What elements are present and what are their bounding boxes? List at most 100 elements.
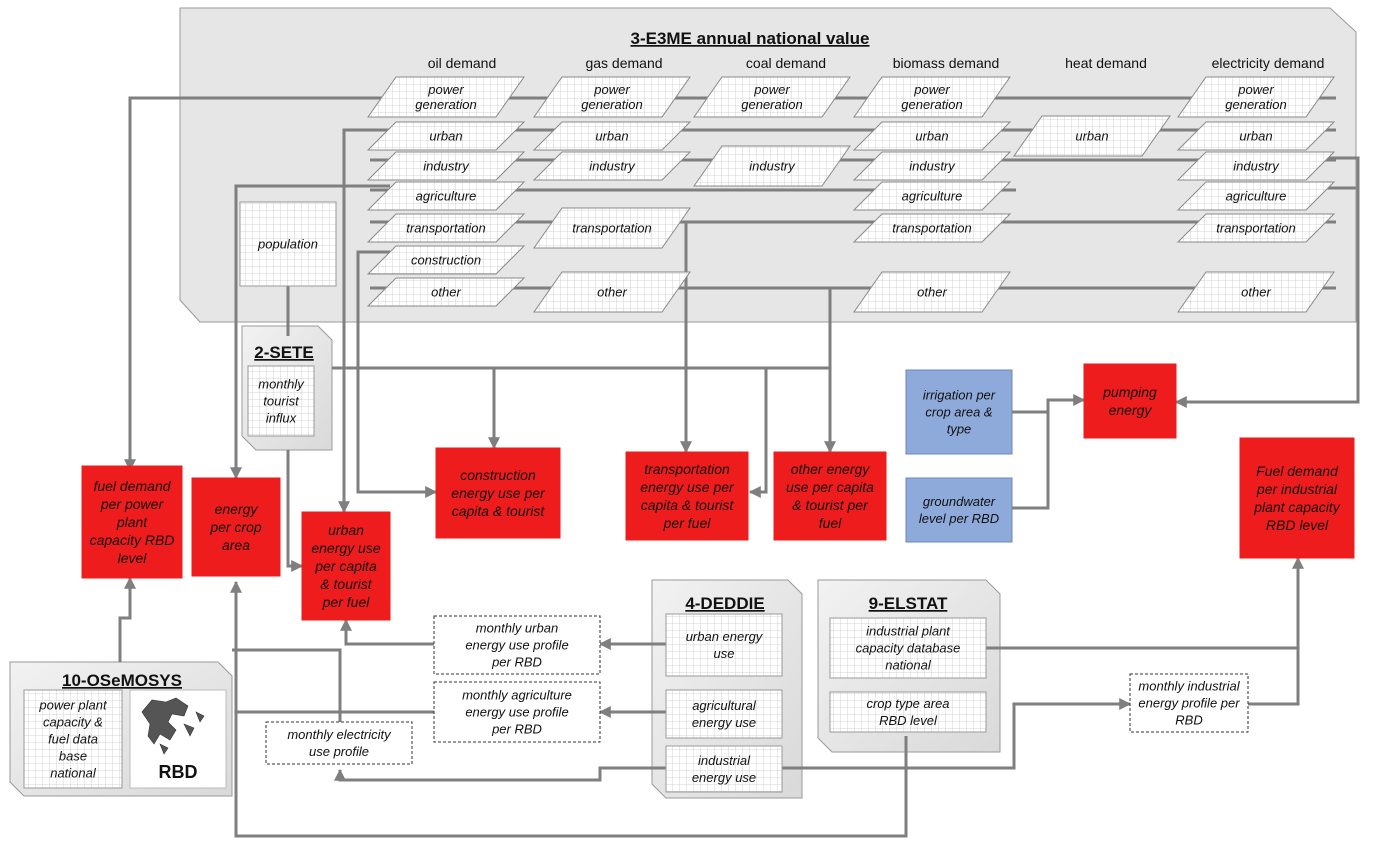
- construction-energy-box-text: energy use per: [451, 485, 546, 501]
- urban-energy-box-text: urban: [328, 522, 364, 538]
- sector-oil-power-text: power: [427, 82, 464, 97]
- deddie-title: 4-DEDDIE: [685, 594, 764, 613]
- sector-biomass-industry-text: industry: [909, 159, 956, 174]
- sector-electricity-urban-text: urban: [1239, 129, 1272, 144]
- col-biomass-demand: biomass demand: [893, 55, 1000, 71]
- fuel-industrial-box-text: RBD level: [1266, 517, 1329, 533]
- sector-oil-other-shape: [366, 277, 526, 307]
- col-electricity-demand: electricity demand: [1212, 55, 1325, 71]
- power-plant-db-box-text: capacity &: [43, 715, 103, 730]
- urban-profile-box-text: energy use profile: [465, 638, 568, 653]
- sector-biomass-industry-shape: [852, 151, 1012, 181]
- energy-crop-box-text: energy: [215, 501, 259, 517]
- industrial-plant-db-box-text: capacity database: [856, 641, 961, 656]
- urban-profile-box-text: per RBD: [491, 655, 542, 670]
- sector-electricity-other-text: other: [1241, 285, 1271, 300]
- sector-heat-urban-shape: [1013, 115, 1171, 157]
- sector-gas-industry-text: industry: [589, 159, 636, 174]
- sector-coal-industry-shape: [693, 145, 851, 187]
- sector-coal-power-text: generation: [741, 97, 802, 112]
- sector-biomass-industry: industry: [852, 151, 1012, 181]
- fuel-power-box-shape: [81, 465, 183, 579]
- sector-gas-power-text: power: [593, 82, 630, 97]
- population-box-text: population: [257, 237, 318, 252]
- elec-profile-box-shape: [265, 721, 413, 765]
- sector-biomass-transportation-shape: [852, 213, 1012, 243]
- tourist-influx-box-text: monthly: [258, 377, 305, 392]
- industrial-plant-db-box-text: national: [885, 658, 932, 673]
- sector-electricity-urban: urban: [1176, 121, 1336, 151]
- fuel-industrial-box-shape: [1239, 437, 1355, 559]
- population-box: population: [239, 201, 337, 287]
- sector-gas-transportation: transportation: [533, 207, 691, 249]
- sector-coal-power-text: power: [753, 82, 790, 97]
- sector-electricity-transportation-shape: [1176, 213, 1336, 243]
- fuel-power-box-text: plant: [116, 514, 148, 530]
- sector-gas-other-text: other: [597, 285, 627, 300]
- other-energy-box-shape: [773, 451, 887, 541]
- other-energy-box-text: use per capita: [786, 479, 874, 495]
- agri-profile-box-text: monthly agriculture: [462, 688, 572, 703]
- power-plant-db-box-shape: [23, 689, 123, 789]
- fuel-power-box-text: level: [118, 550, 148, 566]
- transportation-energy-box-text: capita & tourist: [641, 497, 735, 513]
- power-plant-db-box-text: power plant: [38, 698, 108, 713]
- power-plant-db-box-text: base: [59, 749, 87, 764]
- sector-electricity-agriculture-shape: [1176, 181, 1336, 211]
- sector-electricity-transportation: transportation: [1176, 213, 1336, 243]
- agricultural-energy-use-box-text: agricultural: [692, 698, 757, 713]
- industrial-plant-db-box-text: industrial plant: [866, 624, 951, 639]
- urban-energy-box-text: energy use: [311, 540, 380, 556]
- fuel-industrial-box-text: Fuel demand: [1256, 463, 1339, 479]
- demand-column-headers: oil demand gas demand coal demand biomas…: [428, 55, 1325, 71]
- groundwater-box-shape: [905, 477, 1013, 543]
- industrial-profile-box-text: energy profile per: [1138, 696, 1240, 711]
- sector-electricity-industry-text: industry: [1233, 159, 1280, 174]
- sector-oil-other-text: other: [431, 285, 461, 300]
- energy-crop-box-text: area: [222, 537, 250, 553]
- sector-biomass-power-text: power: [913, 82, 950, 97]
- agricultural-energy-use-box-shape: [665, 689, 783, 739]
- sector-biomass-power-text: generation: [901, 97, 962, 112]
- fuel-industrial-box-text: plant capacity: [1253, 499, 1341, 515]
- sector-oil-urban-shape: [366, 121, 526, 151]
- agri-profile-box-text: per RBD: [491, 722, 542, 737]
- urban-energy-use-box-text: use: [714, 646, 735, 661]
- construction-energy-box-text: capita & tourist: [452, 503, 546, 519]
- elec-profile-box-text: monthly electricity: [287, 727, 392, 742]
- fuel-power-box-text: capacity RBD: [90, 532, 175, 548]
- sector-gas-other: other: [533, 271, 691, 313]
- col-coal-demand: coal demand: [746, 55, 826, 71]
- irrigation-box-text: irrigation per: [923, 388, 996, 403]
- sector-gas-urban: urban: [532, 121, 692, 151]
- sector-electricity-urban-shape: [1176, 121, 1336, 151]
- energy-crop-box-shape: [191, 477, 281, 577]
- urban-energy-use-box-shape: [665, 613, 783, 677]
- urban-energy-use-box-text: urban energy: [686, 629, 764, 644]
- sector-gas-urban-shape: [532, 121, 692, 151]
- sector-oil-construction: construction: [366, 245, 526, 275]
- transportation-energy-box-text: energy use per: [640, 479, 735, 495]
- sector-oil-construction-text: construction: [411, 253, 481, 268]
- sector-electricity-other-shape: [1177, 271, 1335, 313]
- power-plant-db-box-text: fuel data: [48, 732, 98, 747]
- sector-biomass-urban-shape: [852, 121, 1012, 151]
- industrial-energy-use-box-shape: [665, 745, 783, 793]
- sector-biomass-transportation-text: transportation: [892, 221, 972, 236]
- sector-electricity-industry-shape: [1176, 151, 1336, 181]
- sector-oil-power-shape: [367, 76, 525, 118]
- irrigation-box-text: crop area &: [925, 405, 992, 420]
- industrial-profile-box-text: monthly industrial: [1138, 679, 1240, 694]
- industrial-profile-box-shape: [1129, 673, 1249, 733]
- sector-oil-construction-shape: [366, 245, 526, 275]
